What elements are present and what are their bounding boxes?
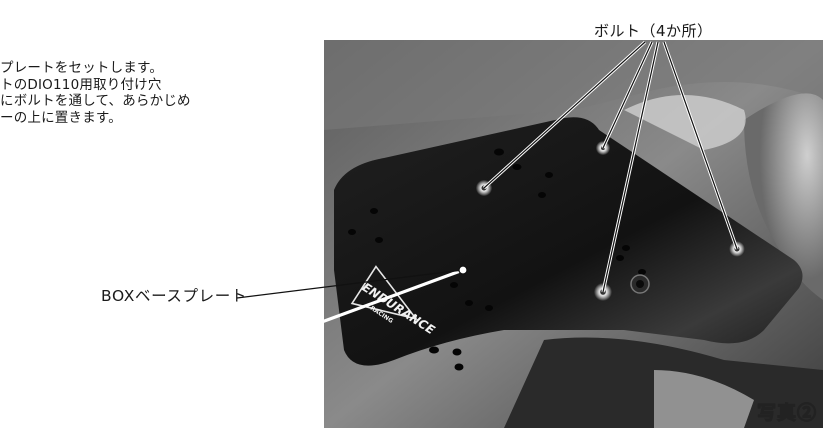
- photo-tag: 写真②: [756, 402, 818, 425]
- instruction-line-3: にボルトを通して、あらかじめ: [0, 93, 191, 109]
- instruction-text: プレートをセットします。 トのDIO110用取り付け穴 にボルトを通して、あらか…: [0, 60, 300, 126]
- product-photo: ENDURANCE RACING: [324, 40, 823, 428]
- seat-shape: [744, 93, 823, 300]
- bolt-label: ボルト（4か所）: [594, 22, 713, 40]
- instruction-line-4: ーの上に置きます。: [0, 109, 122, 126]
- instruction-line-2: トのDIO110用取り付け穴: [0, 76, 162, 93]
- plate-label: BOXベースプレート: [101, 287, 247, 305]
- instruction-line-1: プレートをセットします。: [0, 60, 164, 76]
